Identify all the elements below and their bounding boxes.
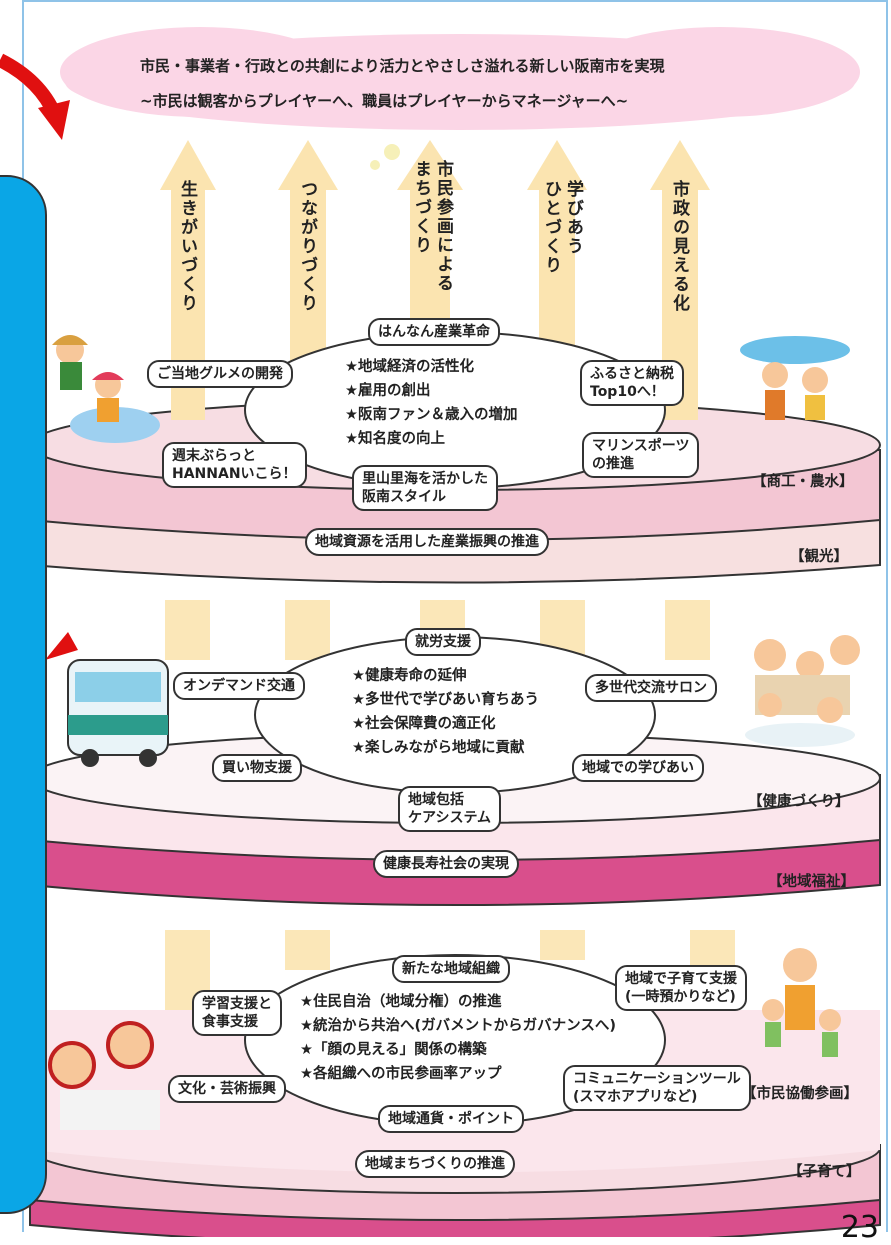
tier1-bubble-satoyama: 里山里海を活かした 阪南スタイル [352,465,498,511]
red-arrow-mid [45,632,78,660]
pillar-label-ikigai: 生きがいづくり [177,180,197,313]
page-number: 23 [840,1210,879,1245]
tier3-bubble-culture: 文化・芸術振興 [168,1075,286,1103]
tier1-side-top: 【商工・農水】 [752,474,854,490]
tier1-bubble-gourmet: ご当地グルメの開発 [147,360,293,388]
tier3-points: ★住民自治（地域分権）の推進 ★統治から共治へ(ガバメントからガバナンスへ) ★… [300,994,616,1082]
pillar-label-tsunagari: つながりづくり [297,180,317,313]
tier2-bubble-careSystem: 地域包括 ケアシステム [398,786,502,832]
pillar-label-shimin-sankaku: 市民参画による まちづくり [411,160,453,293]
tier2-bubble-ondemand: オンデマンド交通 [173,672,305,700]
pillar-arrows [160,140,710,420]
illustration-farmers [52,335,160,443]
pillar-label-mieruka: 市政の見える化 [669,180,689,313]
tier1-base-label: 地域資源を活用した産業振興の推進 [305,528,549,556]
tier1-side-bottom: 【観光】 [790,549,848,565]
tier3-bubble-study: 学習支援と 食事支援 [192,990,282,1036]
tier3-bubble-childcare: 地域で子育て支援 (一時預かりなど) [615,965,747,1011]
tier2-bubble-shopping: 買い物支援 [212,754,302,782]
tier3-base-label: 地域まちづくりの推進 [355,1150,515,1178]
tier2-side-bottom: 【地域福祉】 [768,874,855,890]
illustration-teacher-child [48,1021,160,1130]
tier2-bubble-salon: 多世代交流サロン [585,674,717,702]
tier2-points: ★健康寿命の延伸 ★多世代で学びあい育ちあう ★社会保障費の適正化 ★楽しみなが… [352,668,539,756]
tier2-side-top: 【健康づくり】 [748,794,850,810]
tier3-side-bottom: 【子育て】 [788,1164,861,1180]
tier3-top-label: 新たな地域組織 [392,955,510,983]
tier1-bubble-furusato: ふるさと納税 Top10へ！ [580,360,684,406]
illustration-surfers [740,336,850,420]
tier1-bubble-marine: マリンスポーツ の推進 [582,432,700,478]
tier3-side-top: 【市民協働参画】 [742,1086,858,1102]
tier3-bubble-commtool: コミュニケーションツール (スマホアプリなど) [563,1065,751,1111]
illustration-bus [67,659,169,767]
tier1-bubble-hannan: 週末ぶらっと HANNANいこら！ [162,442,307,488]
illustration-mother-kids [762,948,841,1057]
tier3-bubble-currency: 地域通貨・ポイント [378,1105,524,1133]
tier2-bubble-learning: 地域での学びあい [572,754,704,782]
tier2-base-label: 健康長寿社会の実現 [373,850,519,878]
tier3-layer [29,1010,881,1237]
banner-cloud [60,27,860,170]
tier1-points: ★地域経済の活性化 ★雇用の創出 ★阪南ファン＆歳入の増加 ★知名度の向上 [345,359,518,447]
illustration-families [745,635,860,747]
tier1-top-label: はんなん産業革命 [368,318,500,346]
banner-line1: 市民・事業者・行政との共創により活力とやさしさ溢れる新しい阪南市を実現 [140,57,665,75]
tier2-top-label: 就労支援 [405,628,481,656]
red-arrow-top [0,53,70,140]
side-blue-panel [0,175,47,1214]
pillar-label-manabiau: 学びあう ひとづくり [541,180,583,275]
banner-line2: ~市民は観客からプレイヤーへ、職員はプレイヤーからマネージャーへ~ [140,92,629,110]
